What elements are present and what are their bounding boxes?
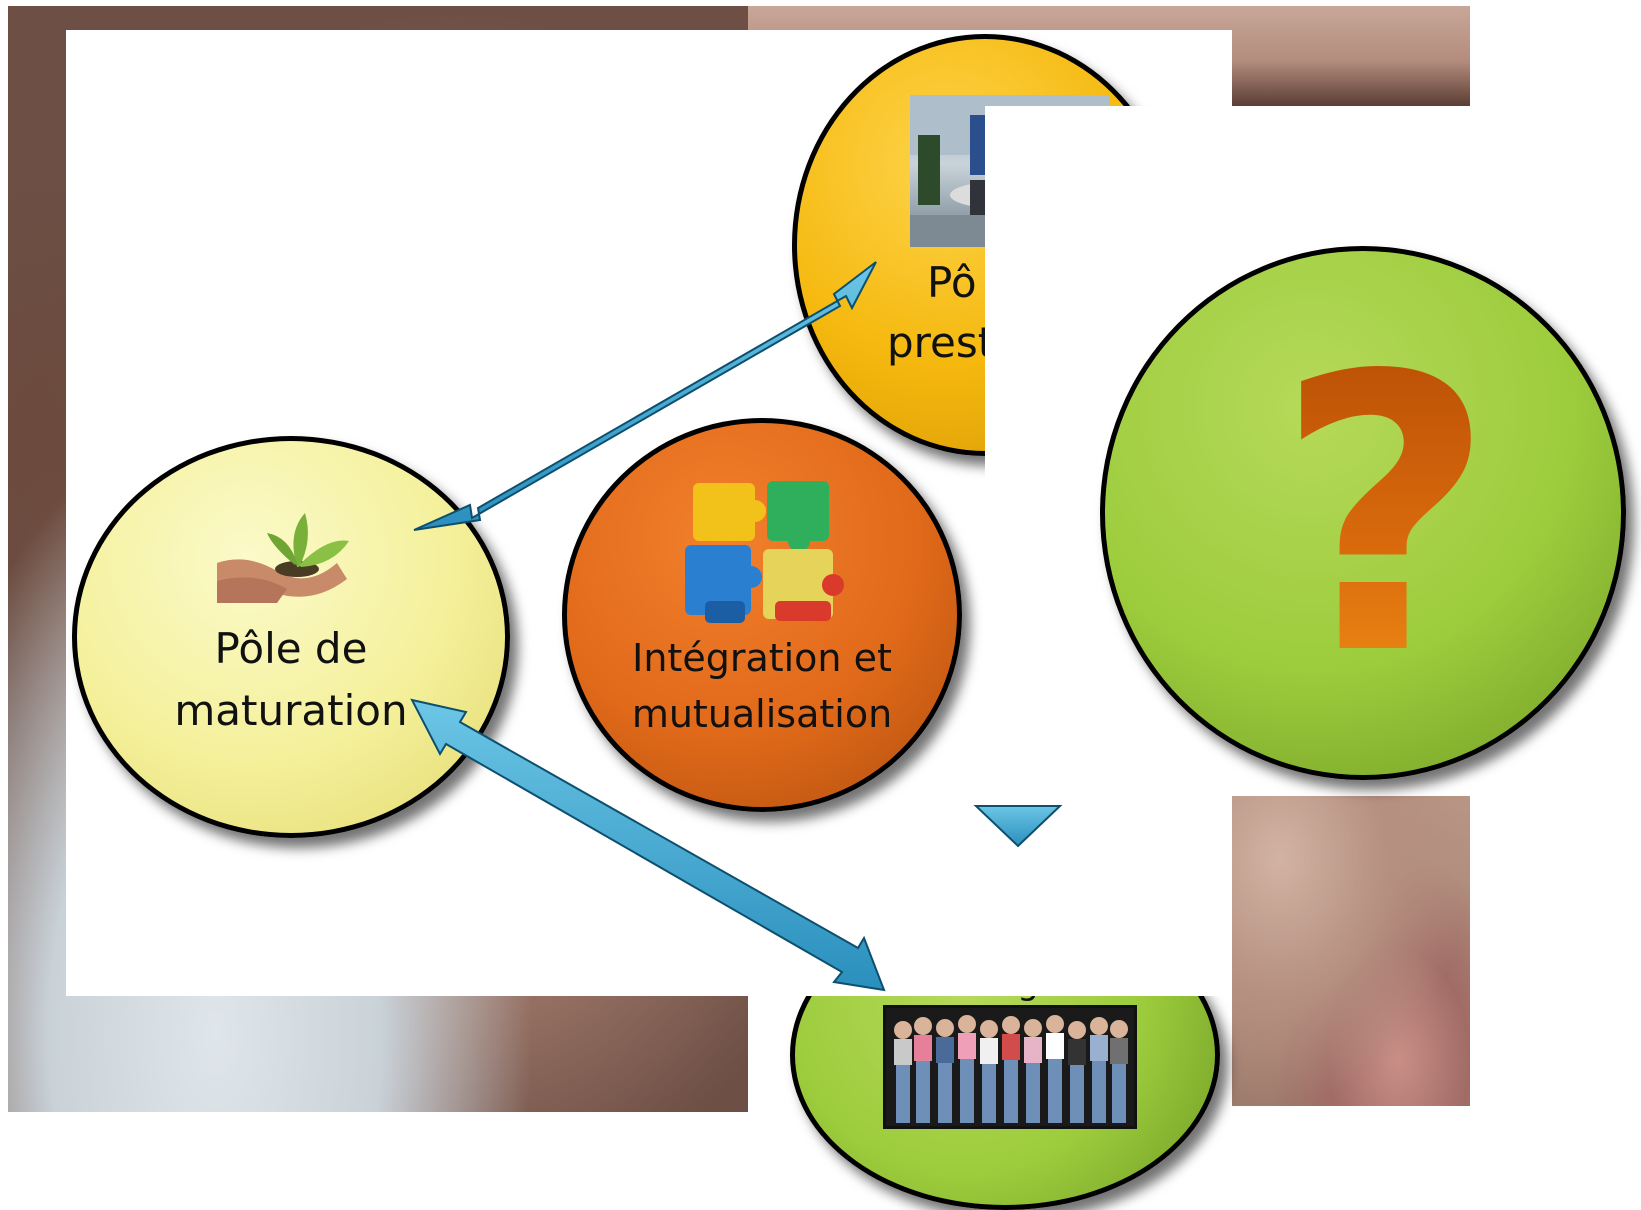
arrow-maturation-partagee [410,698,886,992]
node-prestation-label-1: Pô [927,258,977,307]
node-integration-label-2: mutualisation [631,692,893,736]
puzzle-pieces-icon [675,473,855,633]
arrow-down-stub [973,805,1063,848]
arrow-maturation-prestation [413,261,877,531]
seedling-in-hands-icon [217,493,357,603]
node-mystery: ? [1100,246,1626,780]
node-prestation-label-2: prest [887,318,995,367]
node-maturation: Pôle de maturation [72,436,510,838]
question-mark-icon: ? [1275,295,1496,738]
node-integration-label-1: Intégration et [632,636,892,680]
node-integration: Intégration et mutualisation [562,418,962,812]
group-of-people-photo [883,1005,1137,1129]
background-photo-mouth [1232,796,1470,1106]
node-maturation-label-1: Pôle de [214,624,368,673]
node-maturation-label-2: maturation [174,686,408,735]
